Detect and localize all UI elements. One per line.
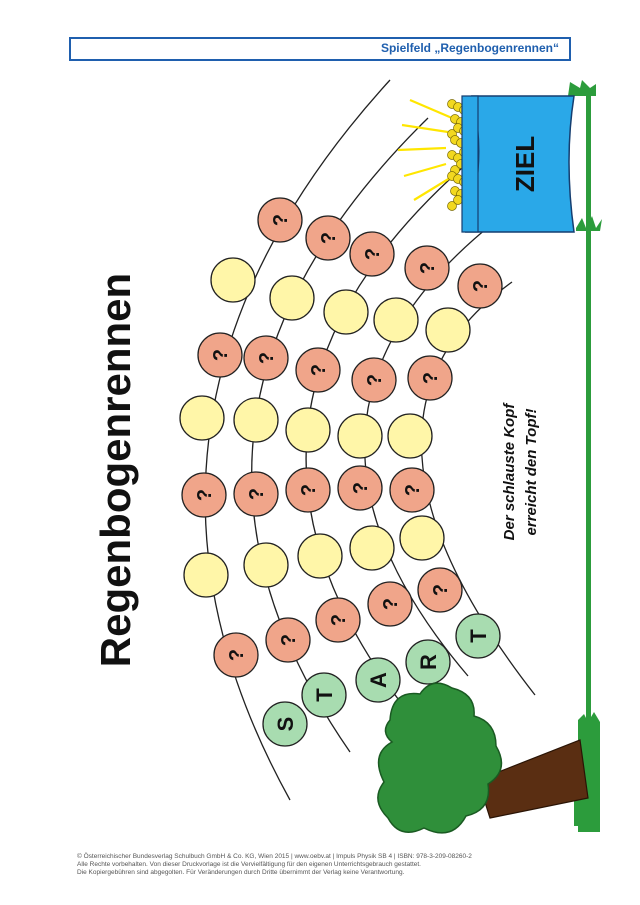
start-field: T	[455, 613, 501, 659]
question-mark: ?	[470, 280, 492, 292]
question-field: ?	[181, 472, 227, 518]
question-field: ?	[285, 467, 331, 513]
start-letter: T	[312, 688, 337, 702]
question-field: ?	[337, 465, 383, 511]
plain-field	[243, 542, 289, 588]
question-field: ?	[305, 215, 351, 261]
question-field: ?	[417, 567, 463, 613]
plain-field	[183, 552, 229, 598]
question-mark: ?	[350, 482, 372, 494]
question-mark: ?	[270, 214, 292, 226]
plain-field	[337, 413, 383, 459]
question-mark: ?	[298, 484, 320, 496]
plain-field	[387, 413, 433, 459]
question-mark: ?	[256, 352, 278, 364]
goal-label: ZIEL	[510, 136, 540, 192]
question-mark: ?	[362, 248, 384, 260]
question-mark: ?	[246, 488, 268, 500]
question-mark: ?	[417, 262, 439, 274]
start-field: A	[355, 657, 401, 703]
question-mark: ?	[308, 364, 330, 376]
question-field: ?	[315, 597, 361, 643]
question-mark: ?	[430, 584, 452, 596]
ground	[568, 80, 602, 832]
footer: © Österreichischer Bundesverlag Schulbuc…	[77, 853, 597, 876]
plain-field	[269, 275, 315, 321]
start-field: S	[262, 701, 308, 747]
start-letter: T	[466, 629, 491, 643]
plain-field	[349, 525, 395, 571]
question-field: ?	[351, 357, 397, 403]
gold-coin	[453, 195, 463, 205]
question-mark: ?	[278, 634, 300, 646]
start-letter: A	[366, 672, 391, 688]
question-field: ?	[213, 632, 259, 678]
page-title: Spielfeld „Regenbogenrennen“	[380, 41, 559, 55]
question-mark: ?	[194, 489, 216, 501]
rights-line: Alle Rechte vorbehalten. Von dieser Druc…	[77, 860, 421, 868]
slogan-line-2: erreicht den Topf!	[523, 409, 540, 536]
start-field: T	[301, 672, 347, 718]
plain-field	[285, 407, 331, 453]
question-field: ?	[349, 231, 395, 277]
plain-field	[179, 395, 225, 441]
question-field: ?	[407, 355, 453, 401]
question-mark: ?	[210, 349, 232, 361]
question-mark: ?	[402, 484, 424, 496]
start-letter: S	[273, 717, 298, 732]
question-field: ?	[367, 581, 413, 627]
question-field: ?	[265, 617, 311, 663]
start-field: R	[405, 639, 451, 685]
plain-field	[233, 397, 279, 443]
slogan-line-1: Der schlauste Kopf	[501, 402, 518, 541]
question-field: ?	[389, 467, 435, 513]
question-field: ?	[197, 332, 243, 378]
start-letter: R	[416, 654, 441, 670]
pot-of-gold-icon: ZIEL	[461, 95, 575, 233]
question-field: ?	[457, 263, 503, 309]
plain-field	[425, 307, 471, 353]
tree-icon	[377, 682, 589, 834]
plain-field	[210, 257, 256, 303]
question-mark: ?	[420, 372, 442, 384]
plain-field	[323, 289, 369, 335]
question-mark: ?	[318, 232, 340, 244]
question-field: ?	[233, 471, 279, 517]
gold-coin	[447, 201, 457, 211]
fees-line: Die Kopiergebühren sind abgegolten. Für …	[77, 868, 405, 876]
question-field: ?	[404, 245, 450, 291]
question-mark: ?	[380, 598, 402, 610]
plain-field	[297, 533, 343, 579]
plain-field	[373, 297, 419, 343]
header-box: Spielfeld „Regenbogenrennen“	[69, 37, 571, 61]
question-mark: ?	[226, 649, 248, 661]
question-field: ?	[243, 335, 289, 381]
question-mark: ?	[364, 374, 386, 386]
board-fields: ???? S???? T???? A???? R???? T	[179, 197, 503, 747]
question-mark: ?	[328, 614, 350, 626]
sun-rays-icon	[397, 98, 453, 201]
copyright-line: © Österreichischer Bundesverlag Schulbuc…	[77, 853, 472, 860]
game-title: Regenbogenrennen	[92, 273, 139, 667]
plain-field	[399, 515, 445, 561]
question-field: ?	[257, 197, 303, 243]
question-field: ?	[295, 347, 341, 393]
